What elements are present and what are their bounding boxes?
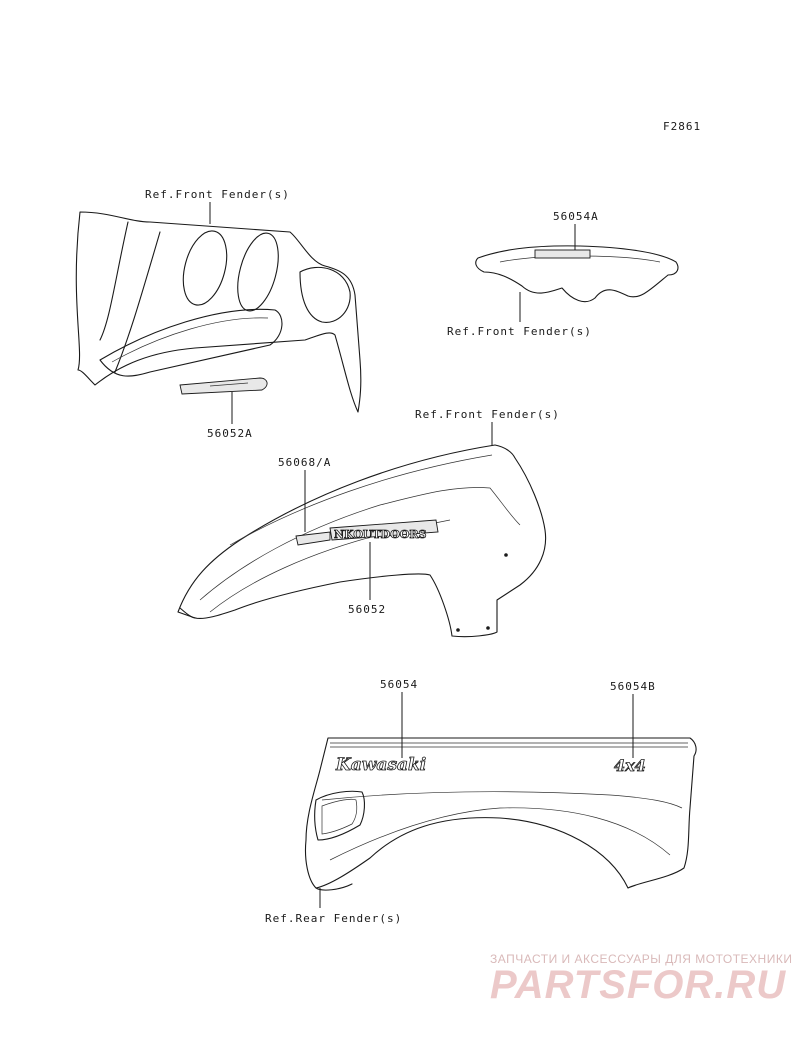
decal-kawasaki: Kawasaki (335, 755, 426, 775)
front-fender-top-left (75, 211, 362, 413)
label-56068A: 56068/A (278, 456, 331, 469)
watermark-brand: PARTSFOR.RU (490, 963, 786, 1007)
front-fender-top-right (475, 245, 679, 303)
label-56054B: 56054B (610, 680, 656, 693)
label-56052A: 56052A (207, 427, 253, 440)
watermark-tagline: ЗАПЧАСТИ И АКСЕССУАРЫ ДЛЯ МОТОТЕХНИКИ (490, 952, 792, 966)
front-fender-middle: NKOUTDOORS (177, 444, 547, 638)
figure-code: F2861 (663, 120, 701, 133)
watermark: ЗАПЧАСТИ И АКСЕССУАРЫ ДЛЯ МОТОТЕХНИКИ PA… (490, 952, 792, 1007)
label-56052: 56052 (348, 603, 386, 616)
label-ref-front-fender-3: Ref.Front Fender(s) (415, 408, 560, 421)
label-ref-front-fender-2: Ref.Front Fender(s) (447, 325, 592, 338)
rear-fender: Kawasaki 4x4 (304, 737, 697, 891)
decal-4x4: 4x4 (614, 756, 646, 775)
label-ref-front-fender-1: Ref.Front Fender(s) (145, 188, 290, 201)
label-56054: 56054 (380, 678, 418, 691)
decal-outdoors: NKOUTDOORS (334, 528, 427, 541)
label-ref-rear-fender: Ref.Rear Fender(s) (265, 912, 402, 925)
label-56054A: 56054A (553, 210, 599, 223)
